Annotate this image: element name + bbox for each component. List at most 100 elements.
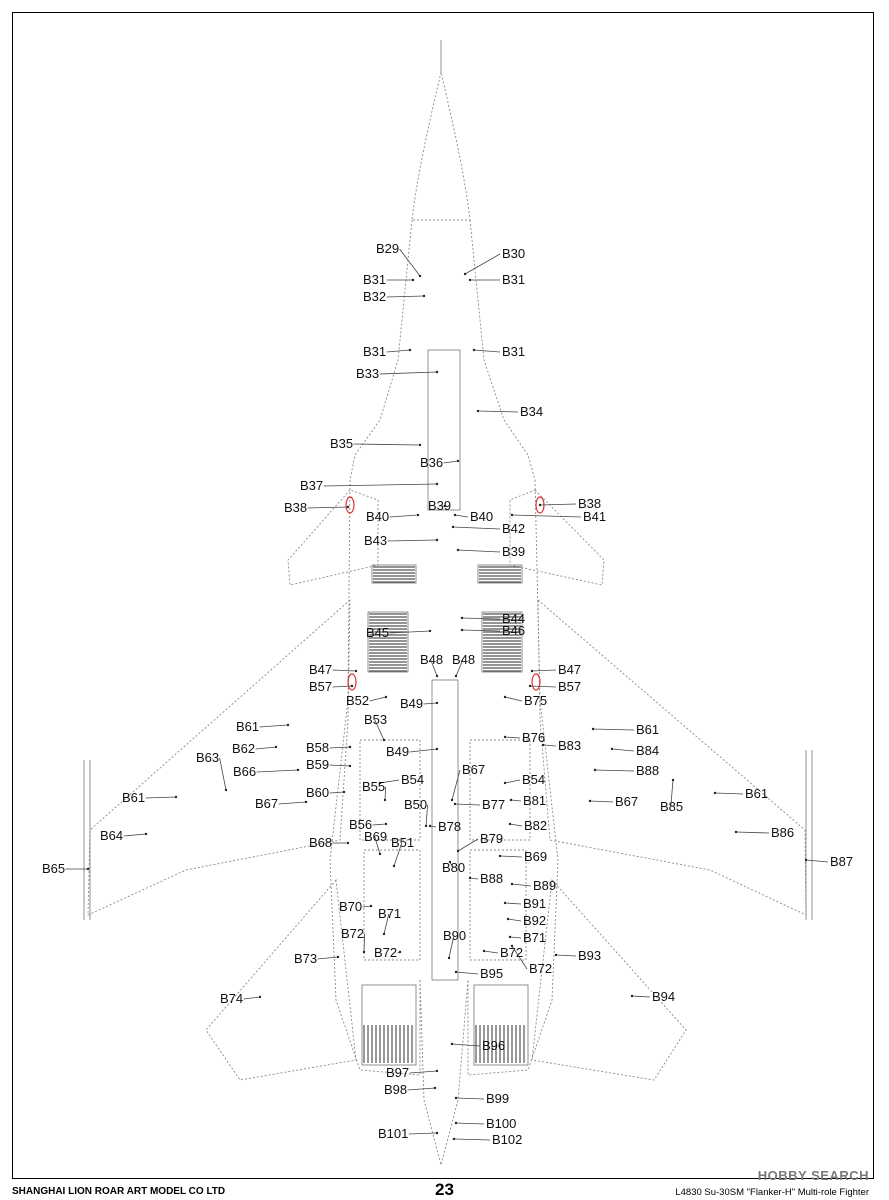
part-label-b47b: B47 [558,662,581,677]
leader-line [329,791,345,794]
part-label-b92: B92 [523,913,546,928]
part-label-b61a: B61 [236,719,259,734]
part-label-b68: B68 [309,835,332,850]
leader-dot [174,795,178,799]
leader-line [473,349,501,353]
leader-dot [435,482,439,486]
leader-dot [435,1069,439,1073]
leader-line [457,838,479,852]
part-label-b77: B77 [482,797,505,812]
forward-fuselage [349,219,536,481]
leader-dot [456,459,460,463]
leader-dot [591,727,595,731]
part-label-b100: B100 [486,1116,516,1131]
leader-line [592,728,635,731]
leader-dot [463,272,467,276]
part-label-b87: B87 [830,854,853,869]
part-label-b40b: B40 [470,509,493,524]
leader-dot [296,768,300,772]
part-label-b67b: B67 [255,796,278,811]
leader-dot [435,674,439,678]
leader-line [452,526,501,530]
center-tunnel [431,679,459,981]
leader-line [455,971,479,975]
leader-line [483,950,499,954]
leader-dot [468,278,472,282]
leader-dot [476,409,480,413]
leader-line [383,913,390,935]
part-label-b47a: B47 [309,662,332,677]
part-label-b38b: B38 [578,496,601,511]
part-label-b48a: B48 [420,652,443,667]
part-label-b53: B53 [364,712,387,727]
left-gear-bay [359,739,421,841]
part-label-b64: B64 [100,828,123,843]
part-label-b57a: B57 [309,679,332,694]
leader-dot [428,629,432,633]
tail-boom [419,979,469,1167]
part-label-b94: B94 [652,989,675,1004]
leader-line [329,764,351,767]
leader-dot [508,822,512,826]
part-label-b39a: B39 [428,498,451,513]
page-number: 23 [435,1180,454,1199]
part-label-b29: B29 [376,241,399,256]
leader-line [329,746,351,749]
part-label-b86: B86 [771,825,794,840]
leader-line [511,514,582,518]
leader-line [256,769,299,773]
leader-dot [453,802,457,806]
leader-dot [435,538,439,542]
leader-dot [424,824,428,828]
part-label-b69b: B69 [524,849,547,864]
part-label-b55: B55 [362,779,385,794]
right-red-marker-aft [531,673,541,691]
leader-dot [378,852,382,856]
leader-line [389,514,419,518]
part-label-b99: B99 [486,1091,509,1106]
leader-line [259,724,289,728]
leader-dot [392,864,396,868]
leader-line [353,443,421,446]
part-label-b30: B30 [502,246,525,261]
part-label-b71b: B71 [523,930,546,945]
leader-dot [274,745,278,749]
leader-line [455,659,464,677]
leader-dot [433,1086,437,1090]
leader-dot [482,949,486,953]
leader-line [477,410,519,413]
part-label-b61d: B61 [745,786,768,801]
leader-dot [671,778,675,782]
left-wingtip-rail [83,760,91,920]
leader-dot [382,932,386,936]
part-label-b56: B56 [349,817,372,832]
nose-cone [411,71,471,221]
leader-dot [435,747,439,751]
leader-dot [528,684,532,688]
part-label-b72a: B72 [341,926,364,941]
part-label-b82: B82 [524,818,547,833]
leader-line [387,539,438,542]
leader-line [323,483,438,487]
leader-dot [456,849,460,853]
leader-line [631,995,651,998]
leader-dot [304,800,308,804]
right-gear-bay [469,739,531,841]
leader-line [542,744,557,747]
leader-dot [422,294,426,298]
leader-dot [398,950,402,954]
leader-line [399,248,421,277]
leader-dot [258,995,262,999]
part-label-b90: B90 [443,928,466,943]
leader-line [455,1097,485,1100]
part-label-b60: B60 [306,785,329,800]
leader-dot [510,513,514,517]
leader-line [363,933,365,953]
leader-dot [541,743,545,747]
leader-line [362,905,372,908]
part-label-b57b: B57 [558,679,581,694]
right-wingtip-rail [805,750,813,920]
leader-dot [416,513,420,517]
leader-dot [384,695,388,699]
